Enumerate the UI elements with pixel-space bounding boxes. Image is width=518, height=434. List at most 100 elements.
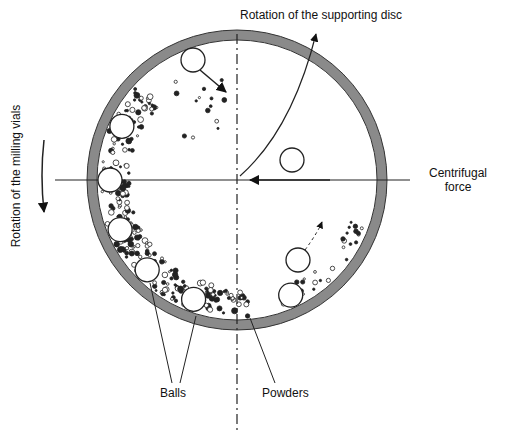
powder-particle [131,149,135,153]
powder-particle [172,296,176,300]
milling-ball [181,48,205,72]
leader-line [150,283,172,383]
powder-particle [238,290,243,295]
powder-particle [355,241,358,244]
powder-particles [101,79,364,319]
powder-particle [132,246,134,248]
powder-particle [102,161,104,163]
leader-line [180,316,196,383]
powder-particle [134,88,137,91]
powder-particle [238,296,242,300]
powder-particle [342,246,345,249]
milling-balls [98,48,310,311]
powder-particle [215,297,220,302]
powder-particle [174,80,177,83]
powder-particle [244,302,249,307]
ball-trajectory-arrow [200,70,226,92]
powder-particle [137,237,140,240]
powder-particle [137,126,139,128]
powder-particle [313,288,315,290]
powder-particle [356,231,360,235]
powder-particle [349,243,352,246]
powder-particle [125,200,130,205]
powder-particle [162,272,168,278]
powder-particle [139,96,143,100]
powder-particle [206,293,211,298]
powder-particle [326,278,330,282]
powder-particle [206,108,211,113]
powder-particle [319,279,321,281]
powder-particle [345,258,348,261]
powder-particle [200,280,205,285]
powder-particle [118,206,120,208]
powder-particle [174,299,177,302]
powder-particle [168,271,170,273]
powder-particle [138,117,144,123]
powder-particle [133,231,137,235]
powder-particle [128,172,131,175]
vial-rotation-label: Rotation of the milling vials [9,105,23,248]
powder-particle [126,138,132,144]
powder-particle [161,257,164,260]
powder-particle [130,107,135,112]
milling-ball [135,258,159,282]
powder-particle [116,197,120,201]
powder-particle [182,280,185,283]
powder-particle [215,119,219,123]
leader-line [250,318,275,383]
powder-particle [182,134,186,138]
powder-particle [136,135,138,137]
powder-particle [113,143,115,145]
powder-particle [240,297,243,300]
milling-ball [182,287,206,311]
powder-particle [162,280,166,284]
powder-particle [222,312,224,314]
powder-particle [136,244,140,248]
powder-particle [109,204,113,208]
powder-particle [183,285,186,288]
powder-particle [139,255,142,258]
powder-particle [301,280,305,284]
powder-particle [209,283,214,288]
powder-particle [166,283,169,286]
powder-particle [148,102,150,104]
powder-particle [172,272,177,277]
powder-particle [346,232,348,234]
powder-particle [125,102,130,107]
powder-particle [353,224,357,228]
powder-particle [127,182,131,186]
powder-particle [330,266,334,270]
powder-particle [142,106,148,112]
powder-particle [150,107,154,111]
powder-particle [142,106,147,111]
powder-particle [126,109,129,112]
vial-rotation-arrow [42,140,44,212]
powder-particle [218,290,223,295]
powder-particle [348,226,350,228]
powder-particle [111,151,115,155]
powder-particle [135,251,140,256]
powder-particle [134,92,140,98]
powder-particle [360,227,363,230]
powder-particle [303,278,305,280]
powder-particle [217,306,222,311]
powder-particle [229,293,233,297]
powder-particle [133,99,135,101]
powder-particle [202,87,205,90]
powder-particle [150,112,153,115]
powder-particle [245,314,249,318]
ball-trajectory-arrow [305,222,322,250]
powder-particle [210,97,213,100]
vertical-axis [236,34,237,434]
powder-particle [145,251,149,255]
powder-particle [222,98,227,103]
powder-particle [120,191,125,196]
part-label: Balls [160,386,186,400]
milling-ball [280,148,304,172]
powder-particle [124,163,129,168]
powder-particle [209,105,212,108]
powder-particle [134,92,137,95]
powder-particle [147,94,153,100]
powder-particle [129,249,135,255]
powder-particle [125,206,130,211]
